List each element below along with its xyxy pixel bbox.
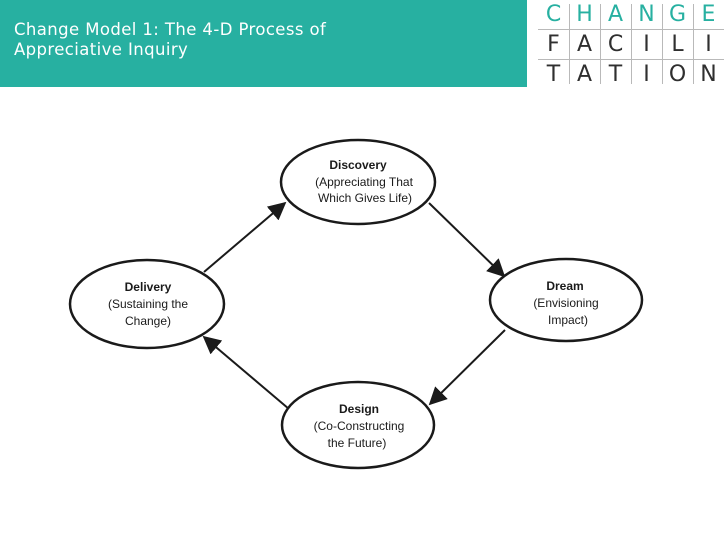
logo-separator [569, 4, 570, 84]
node-dream-ellipse [488, 257, 644, 343]
node-dream-line-1: (Envisioning [533, 296, 598, 310]
node-delivery: Delivery (Sustaining the Change) [68, 258, 226, 350]
node-dream: Dream (Envisioning Impact) [488, 257, 644, 343]
logo-letter: T [546, 62, 561, 87]
header-bar [0, 0, 527, 87]
logo-letter: O [668, 62, 687, 87]
node-dream-line-2: Impact) [548, 313, 588, 327]
logo-letter: G [668, 2, 687, 27]
node-delivery-line-1: (Sustaining the [108, 297, 188, 311]
node-design-line-2: the Future) [328, 436, 387, 450]
logo-letter: C [607, 32, 624, 57]
node-design-title: Design [339, 402, 379, 416]
logo-letter: I [643, 32, 650, 57]
node-delivery-line-2: Change) [125, 314, 171, 328]
logo-separator [693, 4, 694, 84]
logo-row-tation: T A T I O N [538, 60, 724, 89]
node-discovery-ellipse [279, 138, 437, 226]
arrow-design-to-delivery [202, 335, 290, 410]
arrow-delivery-to-discovery [203, 201, 287, 273]
logo-letter: L [671, 32, 684, 57]
node-design: Design (Co-Constructing the Future) [280, 380, 436, 470]
node-discovery-line-2: Which Gives Life) [318, 191, 412, 205]
logo-separator [662, 4, 663, 84]
logo-letter: A [576, 62, 593, 87]
node-delivery-ellipse [68, 258, 226, 350]
logo-letter: C [545, 2, 562, 27]
node-discovery: Discovery (Appreciating That Which Gives… [279, 138, 437, 226]
slide-title: Change Model 1: The 4-D Process of Appre… [14, 20, 514, 60]
node-discovery-title: Discovery [329, 158, 387, 172]
slide-title-line-1: Change Model 1: The 4-D Process of [14, 20, 327, 39]
arrow-discovery-to-dream [428, 202, 506, 278]
logo-letter: E [701, 2, 716, 27]
node-dream-title: Dream [546, 279, 583, 293]
logo-letter: H [576, 2, 593, 27]
logo-letter: N [700, 62, 717, 87]
logo-letter: I [643, 62, 650, 87]
logo-separator [600, 4, 601, 84]
node-discovery-line-1: (Appreciating That [315, 175, 414, 189]
logo-letter: I [705, 32, 712, 57]
logo-row-change: C H A N G E [538, 0, 724, 29]
arrow-dream-to-design [428, 329, 506, 406]
node-design-line-1: (Co-Constructing [314, 419, 405, 433]
logo-letter: N [638, 2, 655, 27]
logo-row-facili: F A C I L I [538, 30, 724, 59]
logo-letter: A [607, 2, 624, 27]
logo-letter: F [547, 32, 560, 57]
node-delivery-title: Delivery [125, 280, 172, 294]
change-facilitation-logo: C H A N G E F A C I L I T A T I O N [538, 0, 724, 88]
node-design-ellipse [280, 380, 436, 470]
logo-letter: T [608, 62, 623, 87]
slide-title-line-2: Appreciative Inquiry [14, 40, 189, 59]
logo-letter: A [576, 32, 593, 57]
logo-separator [631, 4, 632, 84]
